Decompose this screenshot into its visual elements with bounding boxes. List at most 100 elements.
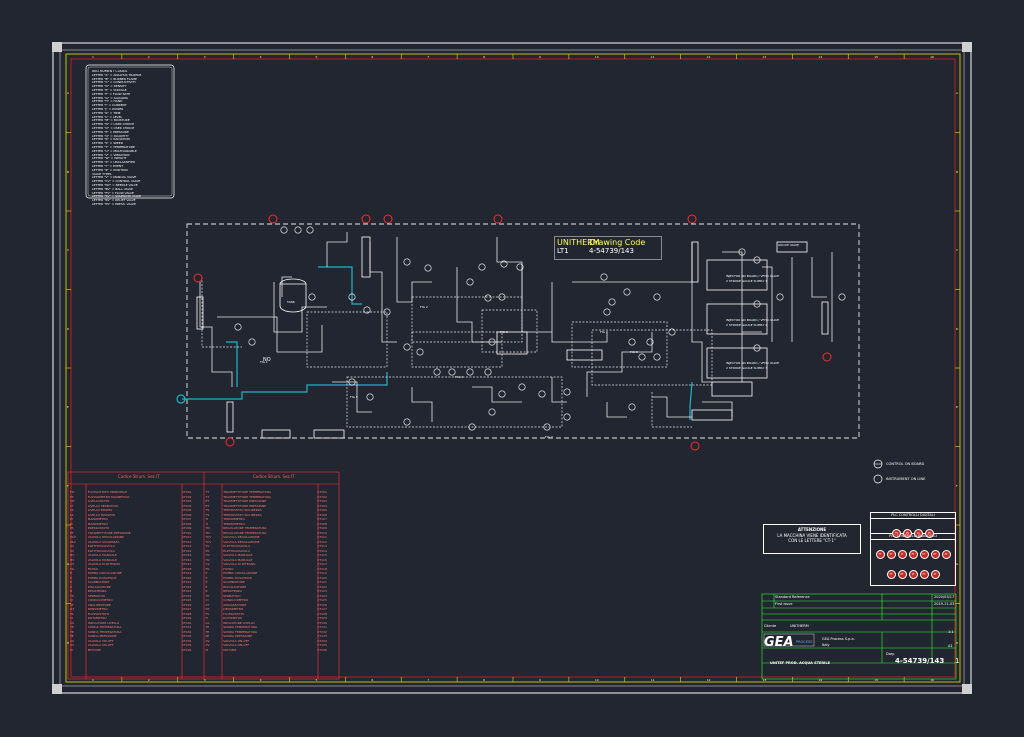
table-cell: VALVOLA ON-OFF [87, 643, 114, 647]
zone-number: 3 [203, 677, 206, 682]
list-line: LETTER "V" = VIBRATION [92, 153, 130, 157]
process-label-fig8: FIG 8 [630, 350, 638, 354]
sheet-number: 1 [955, 657, 960, 665]
table-cell: HV [70, 553, 75, 557]
rev-1-description: Standard Reference [775, 595, 810, 599]
instruments-table: Codice Strum. Sez.IT Codice Strum. Sez.I… [68, 472, 339, 679]
group-valve-label: GROUP VALVE [778, 243, 799, 247]
plc-analog-tag: PT [886, 550, 896, 559]
zone-number: 14 [818, 677, 823, 682]
zone-number: 16 [930, 677, 934, 682]
table-cell: VALVOLA ON-OFF [223, 638, 250, 643]
list-line: LETTER "R" = RADIATION [92, 138, 130, 142]
table-cell: P [205, 575, 208, 580]
table-cell: TK [70, 593, 74, 598]
table-cell: CT121 [317, 580, 327, 584]
list-line: LETTER "F" = FLOW RATE [92, 92, 131, 96]
list-line: LETTER "W" = WEIGHT [92, 157, 127, 161]
zone-letter: G [956, 562, 959, 567]
table-cell: CT136 [317, 647, 327, 652]
table-cell: TI [205, 521, 209, 526]
zone-number: 6 [371, 677, 374, 682]
table-cell: CT130 [317, 620, 327, 625]
table-cell: SERBATOIO [87, 593, 105, 598]
table-cell: CT102 [317, 494, 327, 499]
table-cell: SONDA TEMPERATURA [87, 625, 122, 629]
table-cell: CT007 [181, 517, 192, 521]
table-cell: CT009 [181, 526, 192, 530]
table-cell: R [70, 589, 73, 593]
table-cell: M [205, 647, 209, 652]
zone-number: 1 [91, 677, 94, 682]
table-cell: TCV [205, 539, 212, 544]
list-line: LETTER "O" = USER CHOICE [92, 126, 135, 130]
table-cell: PS [70, 526, 74, 530]
table-cell: E [205, 580, 208, 584]
table-cell: DT [205, 607, 210, 611]
table-cell: CT030 [181, 620, 192, 625]
table-cell: CT032 [181, 629, 192, 634]
table-cell: SV [205, 548, 210, 553]
zone-number: 10 [594, 54, 599, 59]
table-cell: CT004 [181, 503, 192, 508]
table-cell: CT011 [181, 535, 192, 539]
table-cell: CT033 [181, 634, 192, 638]
table-cell: PE [70, 634, 74, 638]
zone-letter: E [67, 405, 69, 410]
table-cell: VALVOLA MANUALE [87, 557, 117, 562]
drawing-code-box[interactable]: UNITHERM Drawing Code LT1 4-54739/143 [554, 236, 662, 260]
zone-number: 10 [594, 677, 599, 682]
dwg-number: 4-54739/143 [895, 657, 945, 665]
zone-number: 13 [762, 677, 767, 682]
table-cell: PCV [70, 535, 76, 539]
zone-number: 4 [259, 54, 262, 59]
table-cell: POMPA DOSATRICE [223, 575, 252, 580]
table-cell: CI [70, 598, 73, 602]
table-cell: TI [205, 517, 209, 521]
list-line: LETTER "E" = VOLTAGE [92, 88, 127, 92]
table-cell: CT035 [181, 643, 192, 647]
table-cell: PT [205, 499, 210, 503]
gea-logo-sub: PROCESS [796, 640, 813, 644]
dwg-label: Dwg. [886, 652, 895, 656]
table-cell: CT001 [181, 490, 192, 494]
client-name: UNITHERM [790, 624, 809, 628]
table-cell: XV [205, 643, 210, 647]
table-cell: HV [205, 557, 210, 562]
table-cell: CT112 [317, 539, 327, 544]
process-label-fig6: FIG 6 [500, 330, 508, 334]
table-cell: CT028 [181, 611, 192, 616]
zone-letter: G [67, 562, 70, 567]
zone-number: 15 [874, 677, 879, 682]
table-cell: CT025 [181, 598, 192, 602]
table-cell: VALVOLA SICUREZZA [87, 539, 120, 544]
list-line: LETTER "I" = CURRENT [92, 104, 127, 108]
table-cell: CT116 [317, 557, 327, 562]
list-line: LETTER "X" = UNCLASSIFIED [92, 161, 136, 165]
table-cell: INDICATORE LIVELLO [223, 620, 255, 625]
table-cell: CT029 [181, 616, 192, 620]
table-cell: CT123 [317, 589, 327, 593]
plc-analog-tag: LT [897, 550, 907, 559]
table-cell: P [70, 571, 72, 575]
format: A1 [948, 644, 953, 648]
zone-letter: B [956, 169, 959, 174]
table-cell: FLUSSOMETRO MAGNETICO [87, 494, 130, 499]
zone-letter: D [956, 326, 959, 331]
gea-logo: GEA [764, 635, 794, 650]
table-cell: VALVOLA MANUALE [87, 553, 117, 557]
drawing-code-unit: LT1 [557, 247, 569, 255]
table-cell: RESISTENZA [87, 589, 107, 593]
list-line: LETTER "SV" = SOLENOID VALVE [92, 195, 142, 199]
zone-number: 1 [91, 54, 94, 59]
zone-number: 12 [706, 54, 711, 59]
